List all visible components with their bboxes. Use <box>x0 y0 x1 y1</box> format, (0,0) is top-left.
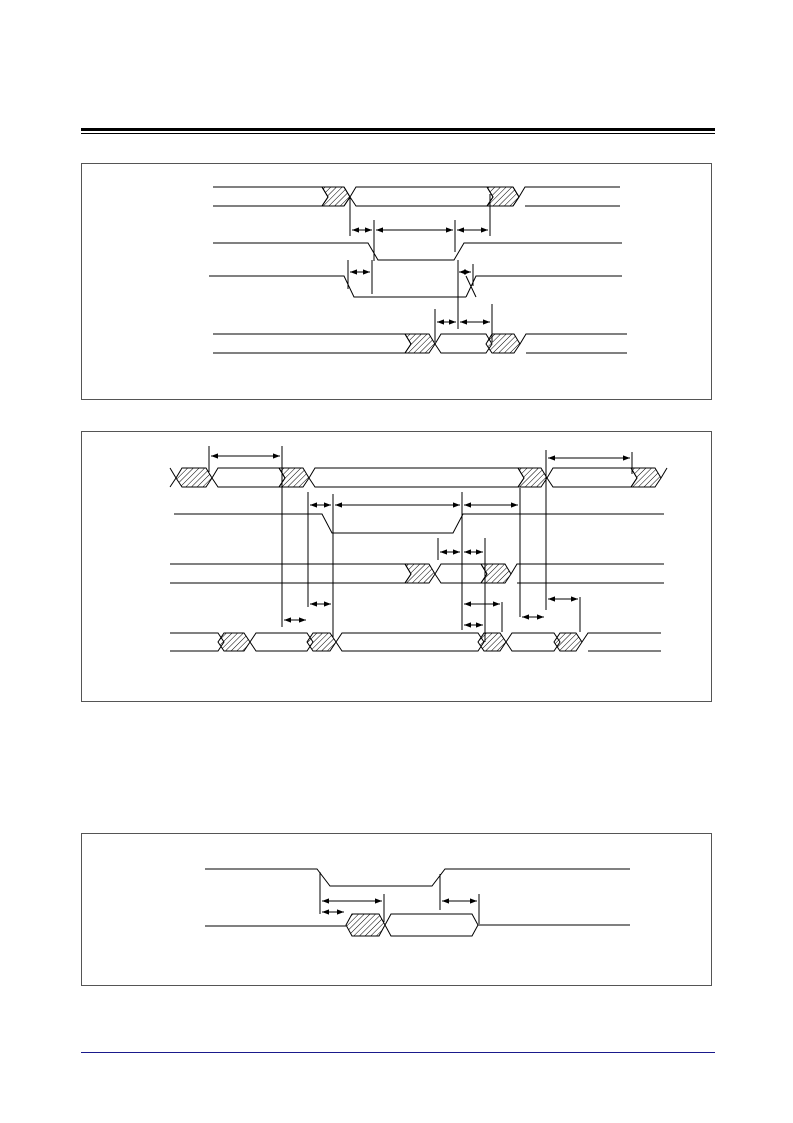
timing-reference-lines <box>208 446 633 642</box>
address-bus-signal <box>213 186 620 207</box>
timing-diagram-3 <box>81 833 712 986</box>
strobe-signal-2 <box>209 275 622 298</box>
data-out-signal <box>170 632 661 652</box>
timing-reference-lines <box>319 872 480 924</box>
data-in-signal <box>170 563 664 584</box>
write-strobe-signal <box>174 513 664 534</box>
data-bus-signal <box>213 333 627 354</box>
timing-diagram-1-svg <box>209 186 627 354</box>
timing-arrows <box>350 227 490 325</box>
output-signal <box>205 913 630 937</box>
timing-diagram-2-svg <box>169 446 668 652</box>
header-rule-thick <box>81 128 715 131</box>
timing-diagram-3-svg <box>205 868 630 937</box>
address-bus-signal <box>169 467 668 488</box>
strobe-signal-1 <box>213 242 622 261</box>
footer-rule <box>81 1052 715 1053</box>
header-rule-thin <box>81 133 715 134</box>
timing-reference-lines <box>347 194 493 342</box>
control-signal <box>205 868 630 887</box>
timing-diagram-1 <box>81 163 712 400</box>
timing-arrows <box>211 453 630 628</box>
timing-arrows <box>322 898 477 915</box>
timing-diagram-2 <box>81 431 712 702</box>
